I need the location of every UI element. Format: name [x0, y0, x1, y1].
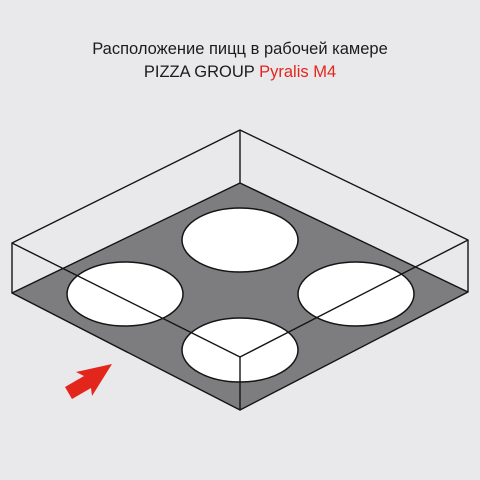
pizza-left [66, 261, 184, 327]
chamber-back-edges [11, 130, 469, 293]
pizza-back [181, 207, 299, 273]
pizzas [66, 207, 415, 383]
door-direction-arrow-icon [65, 364, 112, 399]
model-name: Pyralis M4 [259, 63, 337, 81]
diagram-title: Расположение пицц в рабочей камере [92, 40, 388, 58]
pizza-right [297, 261, 415, 327]
brand-name: PIZZA GROUP [143, 63, 255, 81]
diagram-subtitle: PIZZA GROUP Pyralis M4 [0, 62, 480, 82]
